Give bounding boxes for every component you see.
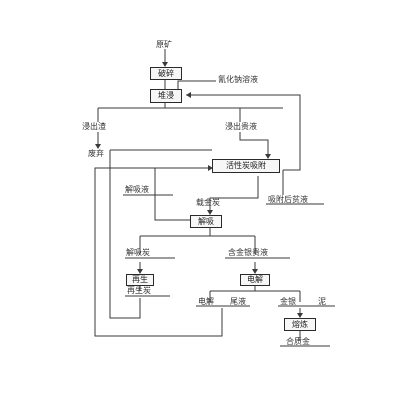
arrowhead-smelting <box>297 313 303 318</box>
label-electrolysis-tail: 电解 <box>198 297 214 306</box>
label-discard: 废弃 <box>88 149 104 158</box>
arrowhead-electrolysis <box>252 269 258 274</box>
node-regeneration: 再生 <box>126 274 154 286</box>
pregnant-to-adsorption <box>239 132 269 158</box>
arrowhead-adsorption <box>265 154 271 159</box>
tail-liquid-return-loop <box>94 167 223 337</box>
node-electrolysis: 电解 <box>240 274 270 286</box>
label-sludge: 泥 <box>318 297 326 306</box>
label-tail-liquid: 尾液 <box>230 297 246 306</box>
arrowhead-discard <box>95 144 101 149</box>
label-regenerated-carbon: 再生炭 <box>127 286 151 295</box>
label-gold-silver-solution: 含金银贵液 <box>228 248 268 257</box>
arrowhead-regeneration <box>137 269 143 274</box>
node-desorption: 解吸 <box>190 215 222 228</box>
node-heap-leach: 堆浸 <box>150 89 182 103</box>
label-leach-residue: 浸出渣 <box>82 122 106 131</box>
node-carbon-adsorption: 活性炭吸附 <box>212 159 280 173</box>
label-raw-ore: 原矿 <box>156 40 172 49</box>
arrowhead-crushing <box>162 62 168 67</box>
label-bullion: 合质金 <box>286 337 310 346</box>
arrowhead-barren-return <box>186 92 191 98</box>
label-sodium-cyanide: 氰化钠溶液 <box>218 75 258 84</box>
desorption-solution-loop <box>154 167 212 221</box>
node-crushing: 破碎 <box>150 67 182 80</box>
label-gold-silver: 金银 <box>280 297 296 306</box>
adsorption-to-loaded-carbon <box>209 176 259 214</box>
arrowhead-desorption <box>207 210 213 215</box>
label-desorption-solution: 解吸液 <box>125 185 149 194</box>
label-pregnant-solution: 浸出贵液 <box>225 122 257 131</box>
label-loaded-carbon: 载金炭 <box>196 198 220 207</box>
node-smelting: 熔炼 <box>284 318 316 331</box>
regen-carbon-return <box>109 150 141 319</box>
label-desorbed-carbon: 解吸炭 <box>126 248 150 257</box>
label-barren-solution: 吸附后贫液 <box>268 195 308 204</box>
barren-return-loop <box>186 94 301 171</box>
sodium-cyanide-feed <box>177 80 216 92</box>
